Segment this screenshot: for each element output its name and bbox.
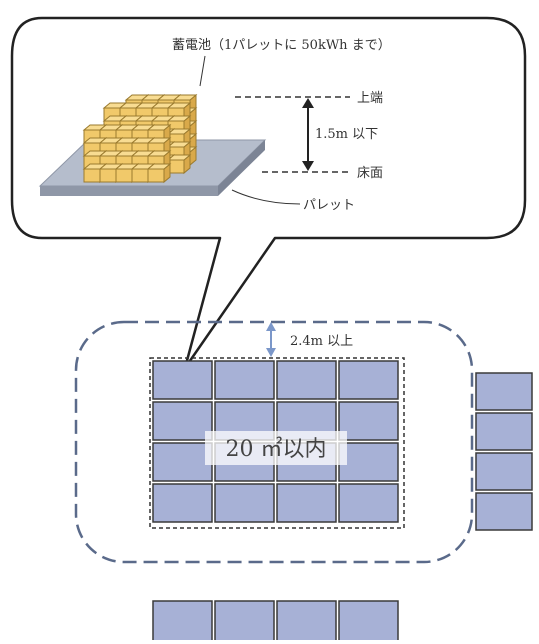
storage-module xyxy=(214,600,275,644)
pallet-label: パレット xyxy=(303,198,355,213)
storage-module xyxy=(214,360,275,400)
storage-module xyxy=(338,442,399,482)
storage-module xyxy=(475,372,533,411)
storage-module xyxy=(338,600,399,644)
battery-note-label: 蓄電池（1パレットに 50kWh まで） xyxy=(172,38,391,53)
area-boundary xyxy=(149,357,405,529)
storage-module xyxy=(276,360,337,400)
height-arrow xyxy=(302,98,314,171)
storage-module xyxy=(475,492,533,531)
height-label: 1.5m 以下 xyxy=(315,127,378,142)
storage-module xyxy=(338,360,399,400)
battery-note-leader xyxy=(199,55,206,87)
clearance-arrow xyxy=(266,322,276,357)
floor-label: 床面 xyxy=(357,166,383,181)
pallet-leader xyxy=(231,189,301,205)
clearance-zone xyxy=(74,320,474,564)
battery-box xyxy=(166,153,192,175)
storage-module xyxy=(276,600,337,644)
storage-module xyxy=(214,483,275,523)
storage-module xyxy=(276,483,337,523)
storage-module xyxy=(475,452,533,491)
bottom-module-row xyxy=(152,600,399,644)
battery-box xyxy=(146,162,172,184)
storage-module xyxy=(152,600,213,644)
top-label: 上端 xyxy=(357,91,383,106)
storage-module xyxy=(475,412,533,451)
side-module-column xyxy=(475,372,533,531)
clearance-label: 2.4m 以上 xyxy=(290,334,353,349)
storage-module xyxy=(338,401,399,441)
storage-module xyxy=(152,442,213,482)
battery-box-stack xyxy=(82,93,198,184)
area-label-bg xyxy=(205,431,347,465)
storage-module xyxy=(152,483,213,523)
storage-module xyxy=(152,360,213,400)
storage-module xyxy=(338,483,399,523)
area-label: 20 ㎡以内 xyxy=(226,436,327,462)
battery-box xyxy=(98,162,124,184)
storage-module xyxy=(152,401,213,441)
